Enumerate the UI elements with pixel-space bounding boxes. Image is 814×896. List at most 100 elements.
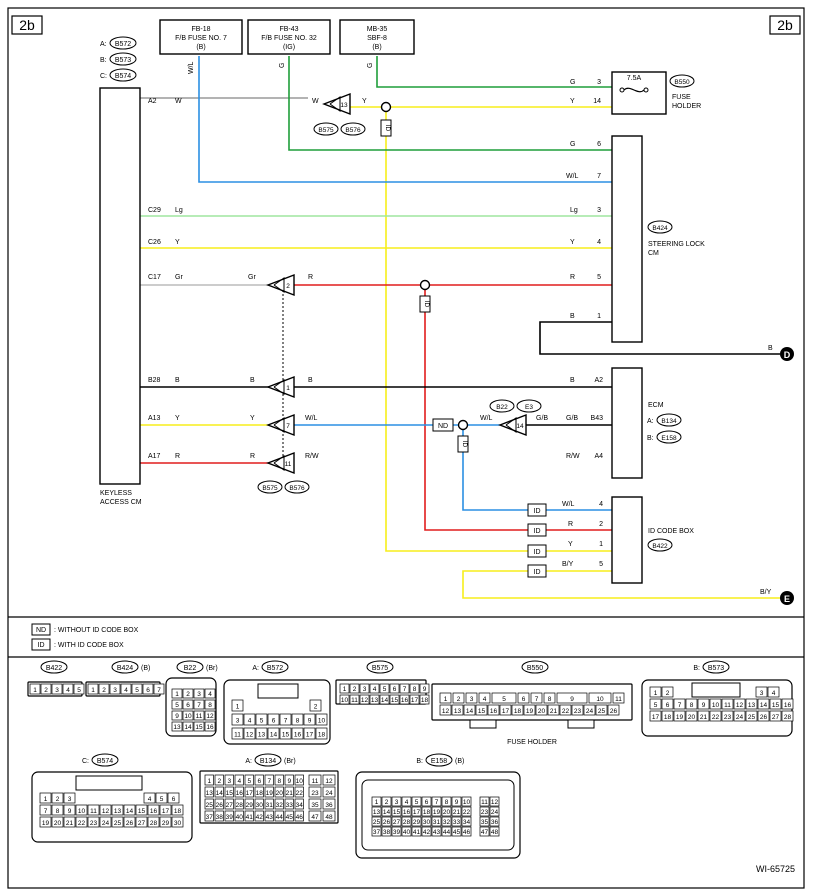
connector-pin (661, 710, 674, 722)
joint-mid-arrow-inner (273, 277, 285, 293)
ecm-pin: A2 (594, 377, 603, 384)
joint-ecm-pin: 14 (516, 423, 524, 430)
wire-g-steering (288, 56, 612, 151)
connector-pin-number: 1 (654, 690, 658, 697)
connector-pin (649, 698, 662, 710)
connector-pin (214, 774, 224, 786)
connector-pin-number: 8 (548, 696, 552, 703)
connector-pin-number: 8 (208, 702, 212, 709)
connector-pin (673, 710, 686, 722)
connector-pin-number: 29 (246, 802, 254, 809)
connector-pin (491, 692, 517, 704)
ecm: ECM A: B134 B: E158 B A2 G/B B43 R/W A4 (566, 367, 682, 479)
connector-pin (745, 698, 758, 710)
connector-pin-number: 38 (383, 829, 391, 836)
connector-pin-number: 14 (184, 724, 192, 731)
connector-pin (182, 721, 194, 732)
connector-pin-number: 4 (483, 696, 487, 703)
connector-view-oval (702, 660, 730, 674)
connector-pin-number: 39 (393, 829, 401, 836)
connector-pin (51, 683, 63, 695)
connector-pin-number: 3 (227, 778, 231, 785)
connector-pin-number: 41 (413, 829, 421, 836)
fuse-box-name: SBF-8 (367, 35, 387, 42)
connector-view-latch (691, 682, 741, 698)
id-tag (527, 523, 547, 537)
connector-pin (322, 786, 336, 798)
connector-pin (391, 806, 402, 817)
connector-pin-number: 46 (463, 829, 471, 836)
connector-pin-number: 30 (423, 819, 431, 826)
fuse-box-fb18: FB-18 F/B FUSE NO. 7 (B) (159, 19, 243, 55)
joint-connector-ecm: W/L 14 G/B B22 E3 (480, 399, 548, 437)
connector-pin (73, 683, 85, 695)
joint-top-conn-oval (313, 122, 339, 136)
connector-pin-number: 15 (478, 708, 486, 715)
connector-pin-number: 5 (135, 687, 139, 694)
connector-pin-number: 8 (690, 702, 694, 709)
connector-pin-number: 5 (247, 778, 251, 785)
connector-pin (769, 710, 782, 722)
connector-pin-number: 7 (435, 799, 439, 806)
connector-pin-number: 22 (712, 714, 720, 721)
keyless-conn-oval (109, 36, 137, 50)
connector-pin (389, 694, 400, 705)
connector-pin (291, 713, 304, 726)
connector-pin-number: 13 (371, 697, 379, 704)
connector-pin-number: 3 (395, 799, 399, 806)
connector-pin-number: 43 (433, 829, 441, 836)
connector-pin (308, 774, 322, 786)
connector-view-oval (176, 660, 204, 674)
connector-pin (612, 692, 625, 704)
connector-pin-number: 27 (393, 819, 401, 826)
ecm-conn-code: E158 (661, 435, 677, 442)
keyless-pin: A13 (148, 415, 161, 422)
connector-pin (40, 683, 52, 695)
connector-pin-number: 25 (598, 708, 606, 715)
connector-pin-number: 3 (236, 718, 240, 725)
id-code-box-conn-oval (647, 538, 673, 552)
steering-lock-wire: W/L (566, 173, 579, 180)
connector-pin (234, 786, 244, 798)
joint-top-pin: 13 (340, 102, 348, 109)
keyless-conn-code: B573 (115, 57, 131, 64)
page-label-box-left (11, 15, 43, 35)
connector-pin (62, 683, 74, 695)
connector-pin (254, 798, 264, 810)
fuse-terminal (619, 87, 625, 93)
connector-pin (182, 688, 194, 699)
connector-pin (649, 710, 662, 722)
steering-lock-pin: 4 (597, 239, 601, 246)
connector-pin (379, 694, 390, 705)
ecm-conn-oval (656, 413, 682, 427)
joint-mid-pin: 1 (286, 385, 290, 392)
connector-pin (308, 786, 322, 798)
connector-pin (452, 692, 465, 704)
connector-pin-number: 6 (172, 796, 176, 803)
connector-pin-number: 18 (256, 790, 264, 797)
keyless-conn-code: B572 (115, 41, 131, 48)
connector-pin-number: 3 (113, 687, 117, 694)
connector-pin (143, 792, 156, 804)
connector-pin (244, 798, 254, 810)
ecm-pin: A4 (594, 453, 603, 460)
connector-pin (135, 804, 148, 816)
connector-pin (607, 704, 620, 716)
connector-pin-number: 16 (784, 702, 792, 709)
connector-pin (381, 796, 392, 807)
connector-pin (399, 683, 410, 694)
connector-pin (224, 798, 234, 810)
connector-pin-number: 11 (196, 713, 203, 720)
connector-pin (381, 816, 392, 827)
connector-pin-number: 4 (148, 796, 152, 803)
connector-pin (339, 694, 350, 705)
connector-pin-number: 17 (502, 708, 510, 715)
connector-pin (193, 710, 205, 721)
connector-pin (371, 806, 382, 817)
connector-pin (479, 816, 490, 827)
steering-lock-pin: 6 (597, 141, 601, 148)
connector-pin-number: 1 (444, 696, 448, 703)
connector-pin (421, 816, 432, 827)
